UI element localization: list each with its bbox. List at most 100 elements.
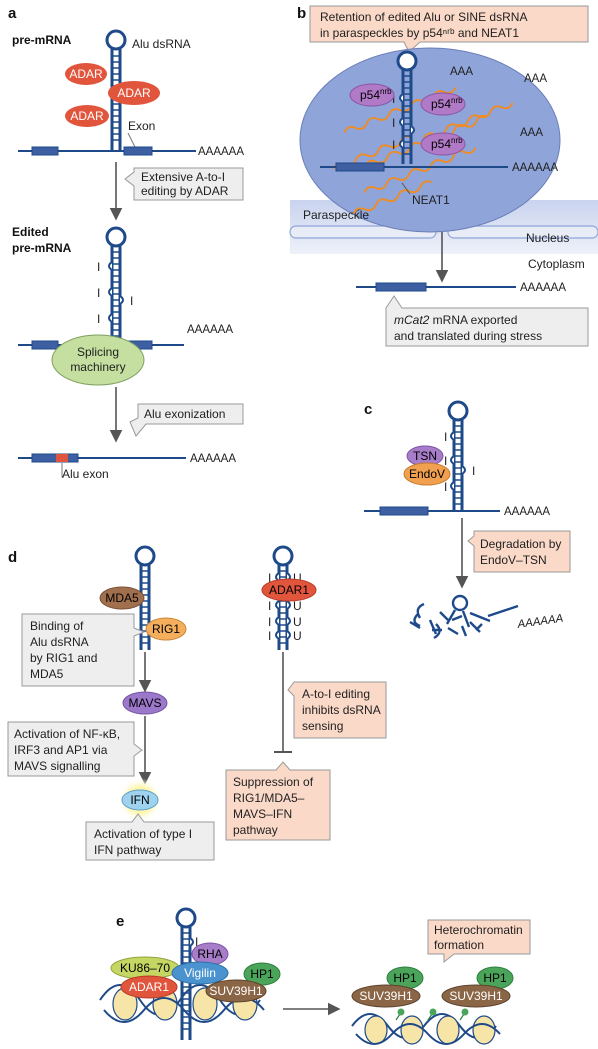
retention-text-1: Retention of edited Alu or SINE dsRNA xyxy=(320,10,527,24)
cytoplasm-mrna-strand xyxy=(356,282,516,292)
adar-label-2: ADAR xyxy=(117,86,151,100)
inosine-mark: I xyxy=(444,480,447,494)
mavs-label: MAVS xyxy=(128,696,161,710)
panel-c: c I I I I TSN EndoV AAAAAA Degradation xyxy=(364,400,571,640)
adar1-label-e: ADAR1 xyxy=(129,980,169,994)
d-editing-text-2: inhibits dsRNA xyxy=(302,703,381,717)
inosine-mark: I xyxy=(268,571,271,585)
activation-text-2: IRF3 and AP1 via xyxy=(14,743,108,757)
polya-tail: AAAAAA xyxy=(187,324,233,336)
inosine-mark: I xyxy=(392,92,395,106)
inosine-mark: I xyxy=(97,312,100,326)
mda5-label: MDA5 xyxy=(105,591,139,605)
degradation-callout: Degradation by EndoV–TSN xyxy=(467,530,571,573)
adar-enzyme: ADAR xyxy=(108,81,160,105)
exonization-callout: Alu exonization xyxy=(129,403,244,437)
p54-label: p54nrb xyxy=(431,136,463,151)
hp1-protein: HP1 xyxy=(386,966,424,990)
editing-inhibits-callout: A-to-I editing inhibits dsRNA sensing xyxy=(287,681,387,739)
chromatin-right xyxy=(351,1008,501,1045)
d-editing-text-3: sensing xyxy=(302,719,343,733)
endov-label: EndoV xyxy=(409,467,445,481)
inosine-mark: I xyxy=(444,430,447,444)
inosine-mark: I xyxy=(268,615,271,629)
editing-text-2: editing by ADAR xyxy=(141,184,229,198)
panel-d: d MDA5 RIG1 Binding of Alu dsRNA by RIG1… xyxy=(7,545,387,861)
nuclear-mrna-strand xyxy=(320,162,508,172)
uracil-mark: U xyxy=(293,571,302,585)
ifn-text-2: IFN pathway xyxy=(94,843,161,857)
inosine-mark: I xyxy=(268,629,271,643)
ifn-label: IFN xyxy=(130,793,149,807)
exon-label: Exon xyxy=(128,119,155,133)
alu-hairpin-b xyxy=(396,50,418,164)
polya-tail: AAAAAA xyxy=(198,146,244,158)
panel-letter-a: a xyxy=(8,5,17,22)
hetero-text-2: formation xyxy=(434,938,484,952)
adar1-protein-e: ADAR1 xyxy=(120,975,178,999)
polya-short: AAA xyxy=(450,66,473,78)
paraspeckle-label: Paraspeckle xyxy=(303,208,369,222)
suv-label: SUV39H1 xyxy=(209,984,263,998)
adar1-label: ADAR1 xyxy=(269,583,309,597)
suppression-callout: Suppression of RIG1/MDA5– MAVS–IFN pathw… xyxy=(225,761,331,841)
heterochromatin-callout: Heterochromatin formation xyxy=(427,919,531,964)
binding-text-3: by RIG1 and xyxy=(30,651,97,665)
alu-dsrna-label: Alu dsRNA xyxy=(132,37,191,51)
degraded-polya: AAAAAA xyxy=(516,613,565,631)
binding-text-1: Binding of xyxy=(30,619,84,633)
panel-letter-d: d xyxy=(8,549,17,566)
activation-text-1: Activation of NF-κB, xyxy=(14,727,120,741)
binding-callout: Binding of Alu dsRNA by RIG1 and MDA5 xyxy=(21,613,146,687)
splicing-text-2: machinery xyxy=(70,360,125,374)
alu-hairpin-a2: I I I I xyxy=(97,226,133,342)
ifn-molecule: IFN xyxy=(118,778,162,822)
panel-letter-e: e xyxy=(116,913,124,930)
inosine-mark: I xyxy=(130,294,133,308)
mature-mrna-strand xyxy=(18,453,186,463)
export-text-1: mCat2 mRNA exported xyxy=(394,313,517,327)
suv39h1-protein: SUV39H1 xyxy=(351,984,421,1008)
uracil-mark: U xyxy=(293,615,302,629)
hp1-label: HP1 xyxy=(483,971,507,985)
mda5-protein: MDA5 xyxy=(99,586,145,610)
rig1-label: RIG1 xyxy=(152,622,180,636)
pre-mrna-label: pre-mRNA xyxy=(12,33,72,47)
suv39h1-protein: SUV39H1 xyxy=(205,979,267,1003)
ku-label: KU86–70 xyxy=(120,961,170,975)
p54nrb-protein: p54nrb xyxy=(420,92,466,116)
alu-hairpin-d1 xyxy=(134,545,156,650)
panel-letter-c: c xyxy=(364,401,372,418)
degradation-text-1: Degradation by xyxy=(480,537,561,551)
ifn-text-1: Activation of type I xyxy=(94,827,192,841)
hp1-protein: HP1 xyxy=(243,962,281,986)
editing-callout: Extensive A-to-I editing by ADAR xyxy=(124,167,244,201)
inosine-mark: I xyxy=(195,935,198,949)
hp1-label: HP1 xyxy=(250,967,274,981)
rig1-protein: RIG1 xyxy=(145,617,187,641)
uracil-mark: U xyxy=(293,629,302,643)
adar-enzyme: ADAR xyxy=(65,63,107,85)
splicing-text-1: Splicing xyxy=(77,345,119,359)
splicing-machinery: Splicing machinery xyxy=(51,334,145,386)
adar-enzyme: ADAR xyxy=(65,105,109,127)
neat1-label: NEAT1 xyxy=(412,193,450,207)
polya-tail: AAAAAA xyxy=(512,162,558,174)
p54nrb-protein: p54nrb xyxy=(420,132,466,156)
retention-callout: Retention of edited Alu or SINE dsRNA in… xyxy=(309,5,589,53)
pre-mrna-strand xyxy=(18,146,196,156)
panel-a: a pre-mRNA Alu dsRNA ADAR ADAR ADAR Exon xyxy=(8,5,244,481)
polya-tail: AAAAAA xyxy=(520,282,566,294)
polya-short: AAA xyxy=(520,127,543,139)
tsn-protein: TSN xyxy=(406,445,444,467)
uracil-mark: U xyxy=(293,599,302,613)
alu-exon-label: Alu exon xyxy=(62,467,109,481)
mavs-protein: MAVS xyxy=(122,691,168,715)
endov-protein: EndoV xyxy=(403,462,451,486)
target-mrna-strand xyxy=(364,506,500,516)
vigilin-label: Vigilin xyxy=(184,966,216,980)
inosine-mark: I xyxy=(472,464,475,478)
adar-label-3: ADAR xyxy=(70,109,104,123)
binding-text-2: Alu dsRNA xyxy=(30,635,89,649)
